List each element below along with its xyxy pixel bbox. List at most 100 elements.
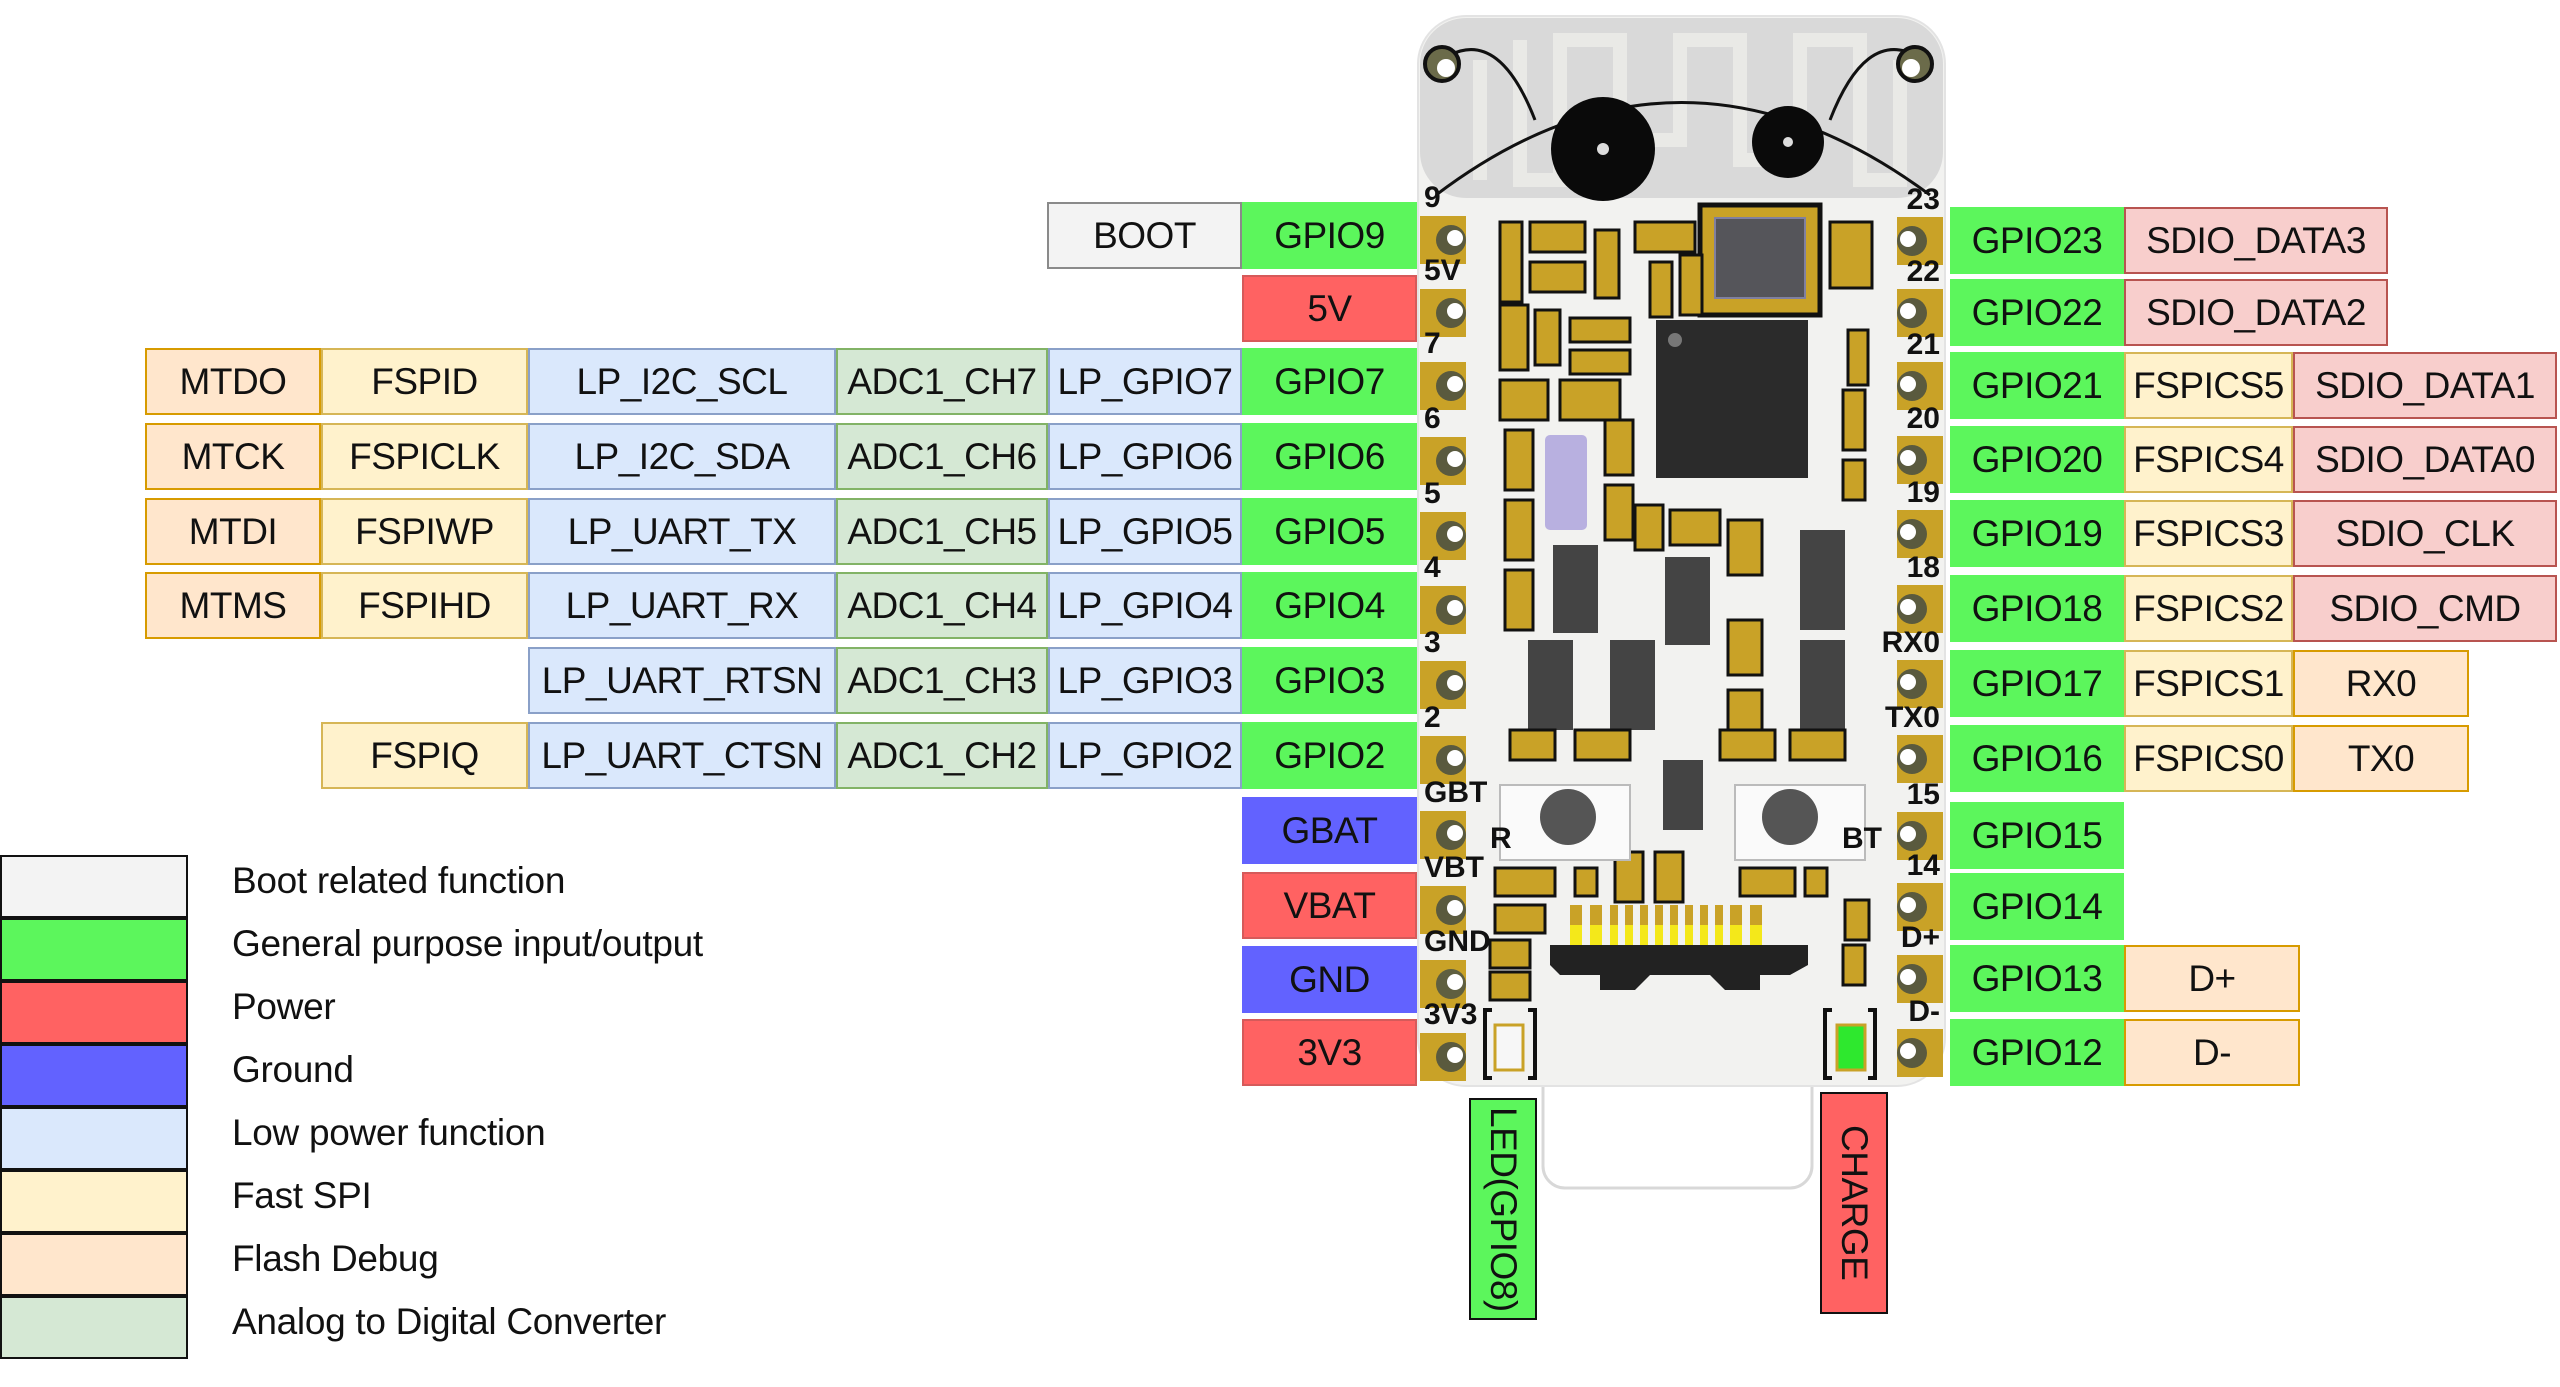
pin-label-gpio3: GPIO3 (1242, 647, 1417, 714)
func-sdio-data1-text: SDIO_DATA1 (2315, 364, 2535, 406)
legend-swatch-boot-related-function (0, 855, 188, 918)
castellated-pad-right (1897, 510, 1943, 558)
legend-label-general-purpose-input-output: General purpose input/output (232, 922, 703, 964)
func-adc1-ch2: ADC1_CH2 (836, 722, 1048, 789)
func-rx0: RX0 (2293, 650, 2469, 717)
pin-label-5v: 5V (1242, 275, 1417, 342)
charge-led (1823, 1008, 1877, 1080)
func-adc1-ch4-text: ADC1_CH4 (847, 584, 1037, 626)
func-lp-gpio6: LP_GPIO6 (1048, 423, 1242, 490)
legend-swatch-ground (0, 1044, 188, 1107)
func-fspiq: FSPIQ (321, 722, 528, 789)
func-mtdi-text: MTDI (188, 510, 278, 552)
legend-swatch-power (0, 981, 188, 1044)
func-sdio-data3-text: SDIO_DATA3 (2146, 219, 2366, 261)
func-mtck-text: MTCK (181, 435, 285, 477)
pin-label-gpio20: GPIO20 (1950, 426, 2124, 493)
castellated-pad-left (1420, 586, 1466, 634)
pin-label-gpio5-text: GPIO5 (1274, 510, 1385, 552)
func-fspiclk-text: FSPICLK (349, 435, 500, 477)
func-adc1-ch7: ADC1_CH7 (836, 348, 1048, 415)
pin-label-gpio9: GPIO9 (1242, 202, 1417, 269)
pin-label-3v3-text: 3V3 (1297, 1031, 1362, 1073)
silkscreen-left-label: 4 (1424, 551, 1441, 584)
func-fspics5: FSPICS5 (2124, 352, 2293, 419)
func-sdio-clk-text: SDIO_CLK (2335, 512, 2515, 554)
func-mtms-text: MTMS (179, 584, 287, 626)
pin-label-5v-text: 5V (1307, 287, 1352, 329)
func-lp-uart-ctsn-text: LP_UART_CTSN (541, 734, 823, 776)
pin-label-gpio3-text: GPIO3 (1274, 659, 1385, 701)
func-adc1-ch2-text: ADC1_CH2 (847, 734, 1037, 776)
pin-label-gpio2: GPIO2 (1242, 722, 1417, 789)
castellated-pad-right (1897, 812, 1943, 860)
func-fspics0: FSPICS0 (2124, 725, 2293, 792)
pin-label-gpio16-text: GPIO16 (1971, 737, 2103, 779)
castellated-pad-right (1897, 362, 1943, 410)
legend-swatch-general-purpose-input-output (0, 918, 188, 981)
pin-label-gpio19: GPIO19 (1950, 500, 2124, 567)
func-lp-gpio7: LP_GPIO7 (1048, 348, 1242, 415)
func-boot-text: BOOT (1093, 214, 1196, 256)
func-fspid-text: FSPID (371, 360, 478, 402)
pin-label-gpio22: GPIO22 (1950, 279, 2124, 346)
castellated-pad-left (1420, 1033, 1466, 1081)
func-fspics4: FSPICS4 (2124, 426, 2293, 493)
func-fspics2-text: FSPICS2 (2133, 587, 2284, 629)
silkscreen-left-label: 6 (1424, 402, 1441, 435)
pin-label-gpio12: GPIO12 (1950, 1019, 2124, 1086)
func-fspiq-text: FSPIQ (370, 734, 479, 776)
mount-hole-left (1551, 97, 1655, 201)
pin-label-gpio23: GPIO23 (1950, 207, 2124, 274)
func-fspihd: FSPIHD (321, 572, 528, 639)
pin-label-gpio23-text: GPIO23 (1971, 219, 2103, 261)
pin-label-gnd: GND (1242, 946, 1417, 1013)
silk-boot-label: BT (1842, 822, 1882, 855)
func-sdio-clk: SDIO_CLK (2293, 500, 2557, 567)
pin-label-gpio13: GPIO13 (1950, 945, 2124, 1012)
pin-label-gpio6-text: GPIO6 (1274, 435, 1385, 477)
func-adc1-ch7-text: ADC1_CH7 (847, 360, 1037, 402)
silk-reset-label: R (1490, 822, 1512, 855)
silkscreen-left-label: 3V3 (1424, 998, 1477, 1031)
castellated-pad-left (1420, 216, 1466, 264)
boot-button[interactable] (1734, 784, 1866, 861)
pin-label-gpio4-text: GPIO4 (1274, 584, 1385, 626)
func-lp-i2c-sda-text: LP_I2C_SDA (574, 435, 790, 477)
castellated-pad-right (1897, 660, 1943, 708)
castellated-pad-right (1897, 585, 1943, 633)
mount-hole-right (1752, 106, 1824, 178)
castellated-pad-left (1420, 811, 1466, 859)
pin-label-gpio5: GPIO5 (1242, 498, 1417, 565)
silkscreen-left-label: VBT (1424, 851, 1484, 884)
silkscreen-right-label: 19 (1907, 476, 1940, 509)
silkscreen-right-label: 14 (1907, 849, 1941, 882)
pin-label-gpio17-text: GPIO17 (1971, 662, 2103, 704)
pin-label-gpio16: GPIO16 (1950, 725, 2124, 792)
silkscreen-left-label: GBT (1424, 776, 1487, 809)
castellated-pad-left (1420, 661, 1466, 709)
func-fspid: FSPID (321, 348, 528, 415)
func-lp-uart-rtsn-text: LP_UART_RTSN (541, 659, 823, 701)
reset-button[interactable] (1499, 784, 1631, 861)
func-lp-uart-ctsn: LP_UART_CTSN (528, 722, 836, 789)
func-d-text: D+ (2188, 957, 2236, 999)
castellated-pad-left (1420, 362, 1466, 410)
legend-swatch-flash-debug (0, 1233, 188, 1296)
func-mtck: MTCK (145, 423, 321, 490)
pin-label-gpio14-text: GPIO14 (1971, 885, 2103, 927)
silkscreen-left-label: 7 (1424, 327, 1441, 360)
castellated-pad-left (1420, 512, 1466, 560)
func-lp-gpio2: LP_GPIO2 (1048, 722, 1242, 789)
castellated-pad-left (1420, 437, 1466, 485)
func-adc1-ch3-text: ADC1_CH3 (847, 659, 1037, 701)
user-led (1483, 1008, 1537, 1080)
func-mtdo-text: MTDO (179, 360, 287, 402)
func-fspics2: FSPICS2 (2124, 575, 2293, 642)
pin-label-gpio7: GPIO7 (1242, 348, 1417, 415)
charge-label: CHARGE (1820, 1092, 1888, 1314)
silkscreen-left-label: 5V (1424, 254, 1461, 287)
led-gpio8-label: LED(GPIO8) (1469, 1098, 1537, 1320)
func-lp-gpio7-text: LP_GPIO7 (1057, 360, 1233, 402)
castellated-pad-right (1897, 1029, 1943, 1077)
